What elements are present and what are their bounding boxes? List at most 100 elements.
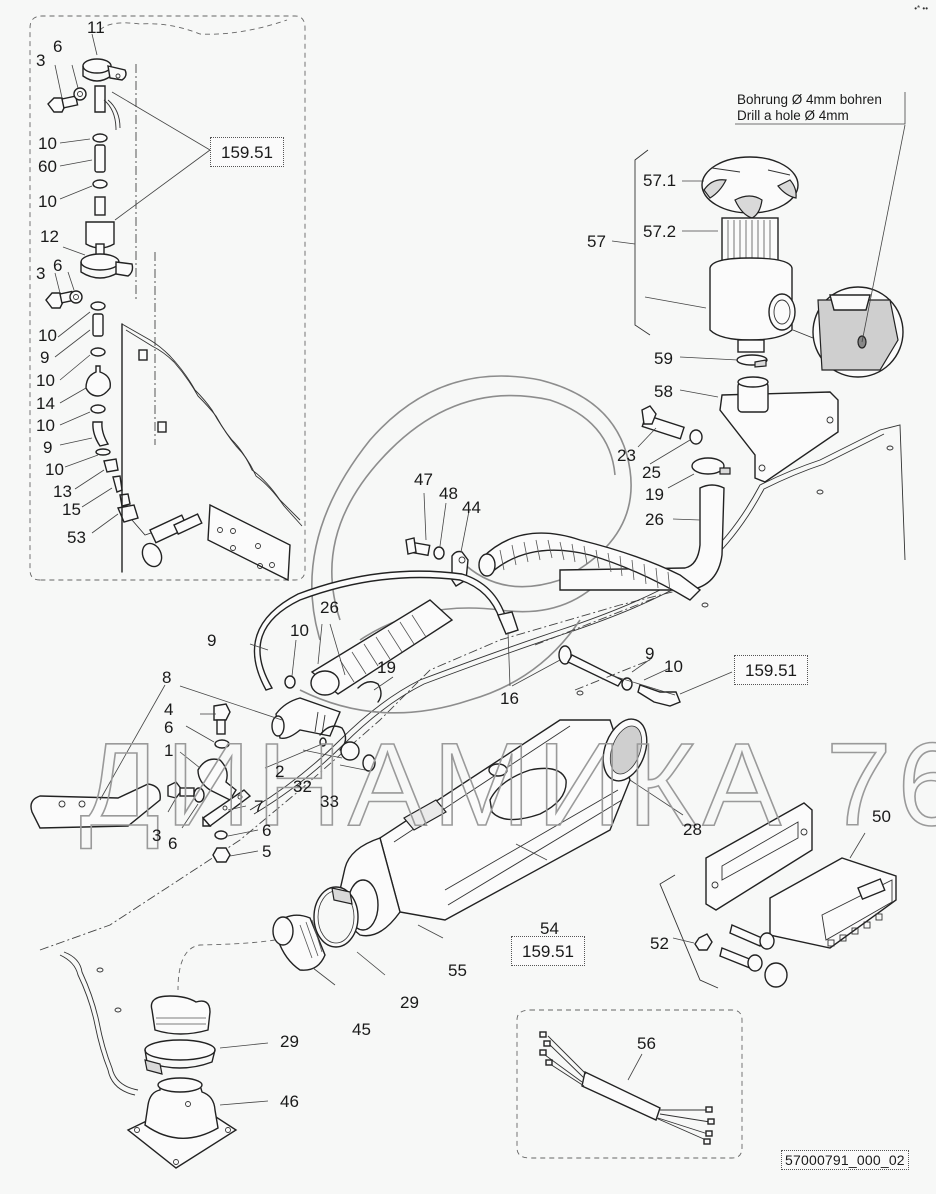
callout-11: 11 [87, 18, 105, 37]
callout-10: 10 [45, 460, 64, 479]
tank-plate-holes [217, 527, 275, 569]
reference-box[interactable]: 159.51 [734, 655, 808, 685]
callout-15: 15 [62, 500, 81, 519]
fitting-53 [117, 493, 139, 523]
cover-cap [764, 962, 788, 988]
heater-vent-oval [489, 767, 567, 821]
hose-clamp-29-floor [144, 1039, 216, 1061]
callout-6: 6 [53, 256, 63, 275]
clamp-19-lower [357, 681, 382, 703]
callout-44: 44 [462, 498, 481, 517]
callout-3: 3 [36, 51, 46, 70]
hose-clamp [90, 404, 106, 414]
hose-clamp [90, 301, 106, 311]
tank-tee-fitting [131, 513, 203, 568]
air-outlet-nozzle [30, 783, 161, 829]
heater-unit [177, 718, 648, 991]
washer-6 [214, 830, 228, 840]
callout-2: 2 [275, 762, 285, 781]
callout-10: 10 [36, 416, 55, 435]
callout-6: 6 [164, 718, 174, 737]
callout-29: 29 [400, 993, 419, 1012]
nut-52 [694, 933, 713, 951]
callout-32: 32 [293, 777, 312, 796]
control-display [857, 878, 886, 901]
hose-clamp [90, 347, 106, 357]
drawing-number: 57000791_000_02 [781, 1150, 909, 1170]
duct-route [177, 939, 276, 991]
callout-16: 16 [500, 689, 519, 708]
silencer-outlet [768, 293, 796, 331]
control-buttons [827, 913, 883, 947]
callout-10: 10 [38, 326, 57, 345]
callout-10: 10 [36, 371, 55, 390]
fuel-line-9-right [567, 654, 624, 687]
callout-46: 46 [280, 1092, 299, 1111]
sleeve-15 [112, 475, 123, 493]
callout-13: 13 [53, 482, 72, 501]
drill-note-de: Bohrung Ø 4mm bohren [737, 92, 882, 107]
filter-body-57-2 [721, 217, 779, 263]
hose-9-bent [92, 421, 110, 447]
note-underline [735, 92, 906, 125]
washer-6 [214, 739, 230, 749]
callout-29: 29 [280, 1032, 299, 1051]
callout-54: 54 [540, 919, 559, 938]
grommet-16 [497, 611, 519, 635]
callout-7: 7 [254, 797, 264, 816]
frame-clip [157, 421, 167, 433]
callout-14: 14 [36, 394, 55, 413]
washer-48 [433, 546, 445, 560]
leader-159-top [111, 91, 211, 221]
callout-28: 28 [683, 820, 702, 839]
clamp-10-right [621, 677, 633, 691]
outlet-elbow-8 [275, 697, 341, 740]
watermark-text: ДИНАМИКА 76 [80, 719, 936, 851]
bracket-52-group [659, 874, 719, 989]
center-hardware [253, 537, 681, 707]
fuel-pump-tip [94, 85, 106, 113]
callout-3: 3 [36, 264, 46, 283]
clamp-19-upper [691, 457, 725, 475]
dosing-pump [85, 196, 115, 263]
ring-33 [362, 754, 376, 772]
bolt-4 [213, 703, 231, 721]
floor-panel-outline [249, 424, 906, 811]
heater-label-plate [403, 799, 447, 831]
callout-6: 6 [262, 821, 272, 840]
screw [729, 924, 763, 947]
callout-48: 48 [439, 484, 458, 503]
corner-mark: •* •• [914, 4, 928, 13]
bolt-top [47, 87, 87, 113]
hose-9 [92, 313, 104, 337]
callout-53: 53 [67, 528, 86, 547]
callout-52: 52 [650, 934, 669, 953]
reference-box[interactable]: 159.51 [511, 936, 585, 966]
callout-10: 10 [290, 621, 309, 640]
callout-6: 6 [168, 834, 178, 853]
washer-25 [689, 429, 703, 445]
hose-60 [94, 144, 106, 173]
harness-frame [516, 1009, 743, 1159]
clamp-1 [197, 758, 237, 801]
callout-4: 4 [164, 700, 174, 719]
inset-leaders [54, 33, 119, 534]
pump-wires [103, 99, 121, 131]
reference-box[interactable]: 159.51 [210, 137, 284, 167]
grommet-16-b [558, 645, 572, 665]
callout-56: 56 [637, 1034, 656, 1053]
intake-silencer [559, 92, 906, 591]
callout-10: 10 [38, 192, 57, 211]
pump-clamp-top [82, 58, 127, 82]
callout-25: 25 [642, 463, 661, 482]
hose-clamp [92, 179, 108, 189]
inset-axis-lines [135, 64, 156, 445]
screw [719, 947, 753, 969]
frame-panel-wavy-edge [121, 323, 301, 521]
callout-50: 50 [872, 807, 891, 826]
callout-10: 10 [664, 657, 683, 676]
fuel-line-inset [29, 15, 306, 582]
leader-drill-note [861, 124, 906, 343]
floor-centerline [39, 584, 701, 951]
